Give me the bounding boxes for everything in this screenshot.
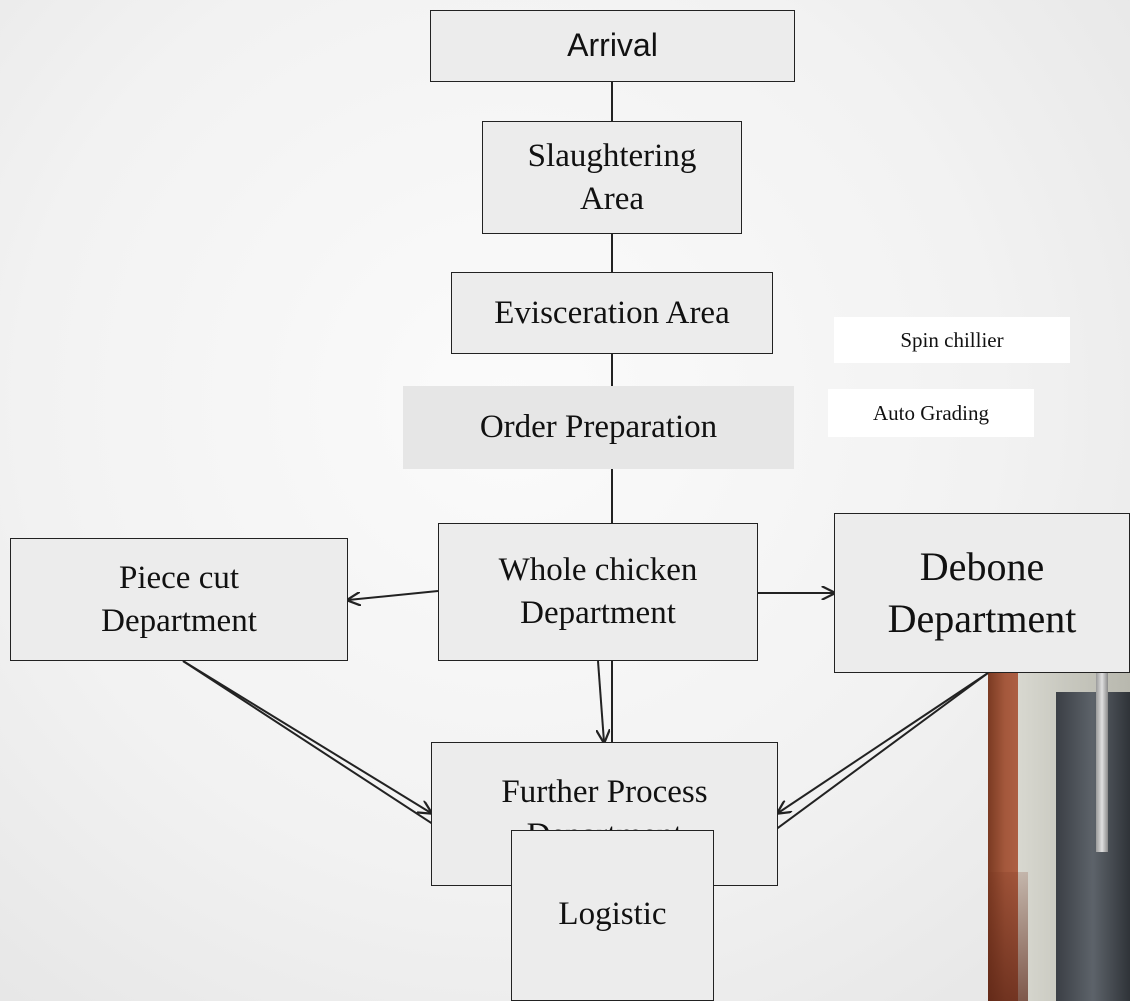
order-preparation-box: Order Preparation xyxy=(403,386,794,469)
auto-grading-note: Auto Grading xyxy=(828,389,1034,437)
debone-label: Debone Department xyxy=(887,544,1077,641)
evisceration-box: Evisceration Area xyxy=(451,272,773,354)
arrow-whole-to-piece xyxy=(348,590,439,600)
arrival-label: Arrival xyxy=(567,27,658,64)
photo-pipe xyxy=(1096,672,1108,852)
factory-photo xyxy=(988,672,1130,1001)
spin-chillier-label: Spin chillier xyxy=(900,327,1004,352)
arrival-box: Arrival xyxy=(430,10,795,82)
slaughtering-label: Slaughtering Area xyxy=(527,137,697,217)
piece-cut-label: Piece cut Department xyxy=(101,559,257,639)
logistic-box: Logistic xyxy=(511,830,714,1001)
whole-chicken-label: Whole chicken Department xyxy=(498,552,698,631)
logistic-label: Logistic xyxy=(558,896,667,932)
slaughtering-box: Slaughtering Area xyxy=(482,121,742,234)
arrow-whole-to-further-a xyxy=(598,660,604,742)
arrow-debone-to-further xyxy=(778,672,989,813)
arrow-piece-to-further xyxy=(182,660,431,813)
photo-panel xyxy=(1056,692,1130,1001)
order-preparation-label: Order Preparation xyxy=(479,409,718,446)
evisceration-label: Evisceration Area xyxy=(494,294,730,331)
debone-box: Debone Department xyxy=(834,513,1130,673)
photo-stain xyxy=(988,872,1028,1001)
spin-chillier-note: Spin chillier xyxy=(834,317,1070,363)
auto-grading-label: Auto Grading xyxy=(872,400,990,425)
whole-chicken-box: Whole chicken Department xyxy=(438,523,758,661)
piece-cut-box: Piece cut Department xyxy=(10,538,348,661)
